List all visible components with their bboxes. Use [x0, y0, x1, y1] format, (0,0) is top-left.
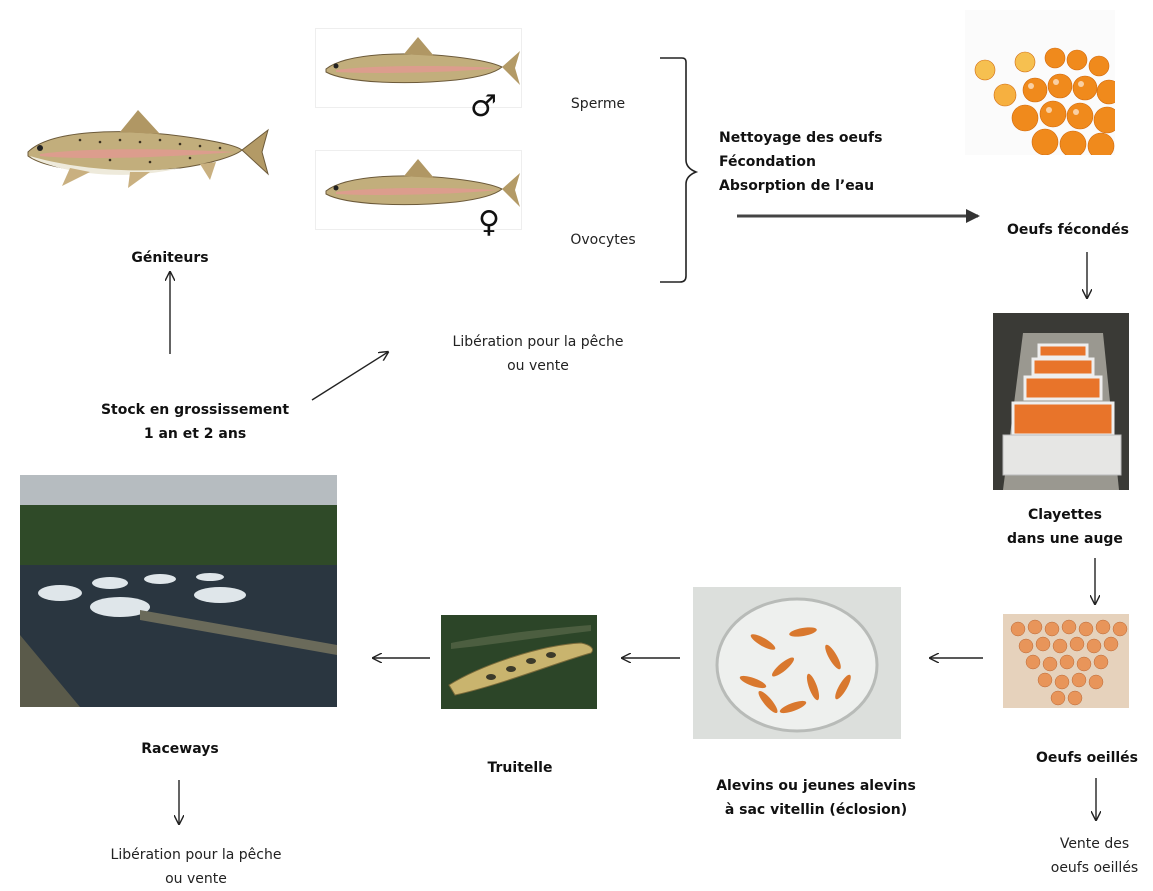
label-growout-stock-line1: Stock en grossissement — [80, 398, 310, 422]
process-step-water-absorption: Absorption de l’eau — [719, 174, 919, 198]
label-raceways: Raceways — [110, 737, 250, 761]
label-broodstock: Géniteurs — [100, 246, 240, 270]
label-release-bottom: Libération pour la pêche ou vente — [86, 843, 306, 891]
bracket — [660, 58, 696, 282]
label-fertilized-eggs: Oeufs fécondés — [994, 218, 1142, 242]
label-alevins: Alevins ou jeunes alevins à sac vitellin… — [686, 774, 946, 822]
label-release-top: Libération pour la pêche ou vente — [428, 330, 648, 378]
label-trays: Clayettes dans une auge — [990, 503, 1140, 551]
label-eyed-egg-sale-line2: oeufs oeillés — [1036, 856, 1153, 880]
process-step-fertilization: Fécondation — [719, 150, 919, 174]
label-release-bottom-line2: ou vente — [86, 867, 306, 891]
label-sperm: Sperme — [548, 92, 648, 116]
label-eyed-egg-sale-line1: Vente des — [1036, 832, 1153, 856]
arrow-stock-to-release — [312, 352, 388, 400]
label-release-bottom-line1: Libération pour la pêche — [86, 843, 306, 867]
label-release-top-line2: ou vente — [428, 354, 648, 378]
label-eyed-egg-sale: Vente des oeufs oeillés — [1036, 832, 1153, 880]
process-steps: Nettoyage des oeufs Fécondation Absorpti… — [719, 126, 919, 198]
label-eyed-eggs: Oeufs oeillés — [1022, 746, 1152, 770]
label-juvenile-trout: Truitelle — [470, 756, 570, 780]
process-step-cleaning: Nettoyage des oeufs — [719, 126, 919, 150]
label-growout-stock-line2: 1 an et 2 ans — [80, 422, 310, 446]
label-growout-stock: Stock en grossissement 1 an et 2 ans — [80, 398, 310, 446]
label-alevins-line2: à sac vitellin (éclosion) — [686, 798, 946, 822]
label-alevins-line1: Alevins ou jeunes alevins — [686, 774, 946, 798]
label-oocytes: Ovocytes — [548, 228, 658, 252]
label-trays-line1: Clayettes — [990, 503, 1140, 527]
label-release-top-line1: Libération pour la pêche — [428, 330, 648, 354]
label-trays-line2: dans une auge — [990, 527, 1140, 551]
